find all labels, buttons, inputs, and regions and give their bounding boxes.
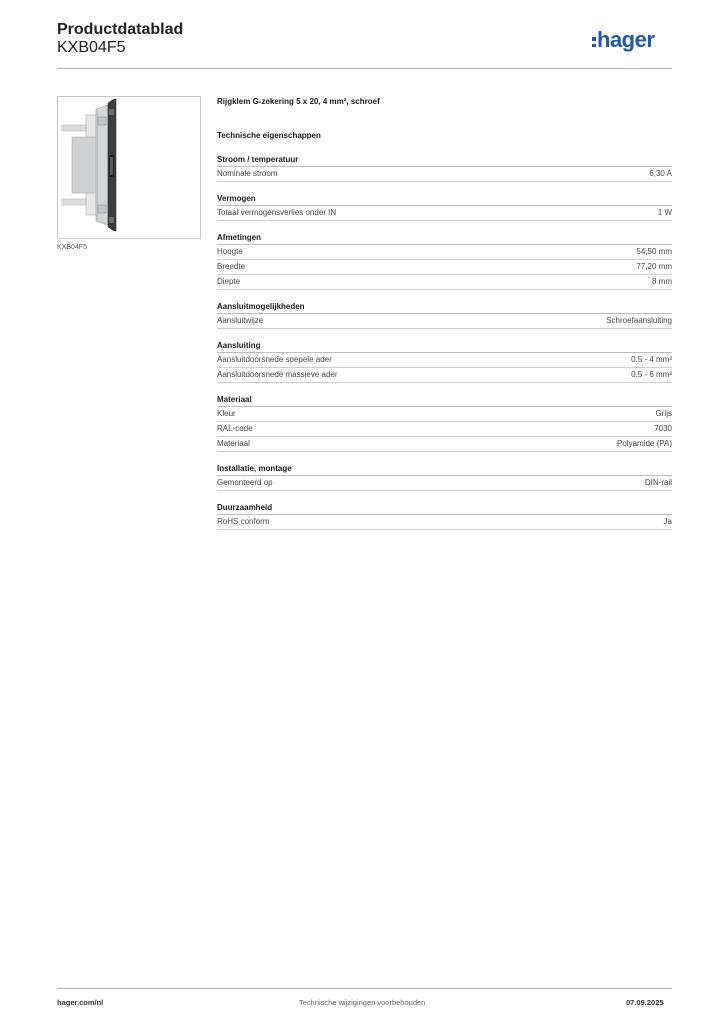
spec-row: Aansluitwijze Schroefaansluiting (217, 314, 672, 329)
spec-label: RoHS conform (217, 517, 270, 526)
footer-note: Technische wijzigingen voorbehouden (299, 998, 426, 1007)
spec-label: Totaal vermogensverlies onder IN (217, 208, 337, 217)
footer-website: hager.com/nl (57, 998, 104, 1007)
logo-wordmark: hager (597, 27, 655, 52)
section-title: Duurzaamheid (217, 501, 672, 515)
section-title: Stroom / temperatuur (217, 153, 672, 167)
spec-value: 0.5 - 4 mm² (631, 355, 672, 364)
spec-row: Diepte 8 mm (217, 275, 672, 290)
logo-dots-icon (592, 37, 596, 50)
section-title: Aansluiting (217, 339, 672, 353)
spec-value: 6,30 A (649, 169, 672, 178)
spec-row: RAL-code 7030 (217, 422, 672, 437)
spec-value: Polyamide (PA) (617, 439, 672, 448)
spec-row: Kleur Grijs (217, 407, 672, 422)
product-description: Rijgklem G-zekering 5 x 20, 4 mm², schro… (217, 97, 380, 106)
header-divider (57, 68, 672, 69)
spec-row: Materiaal Polyamide (PA) (217, 437, 672, 452)
spec-label: Diepte (217, 277, 241, 286)
section-title: Vermogen (217, 192, 672, 206)
spec-label: RAL-code (217, 424, 253, 433)
spec-content: Rijgklem G-zekering 5 x 20, 4 mm², schro… (217, 95, 672, 530)
spec-value: Schroefaansluiting (606, 316, 672, 325)
section-title: Materiaal (217, 393, 672, 407)
image-caption: KXB04F5 (57, 244, 87, 251)
document-title: Productdatablad (57, 21, 184, 38)
spec-label: Aansluitwijze (217, 316, 264, 325)
spec-label: Breedte (217, 262, 246, 271)
footer-date: 07.09.2025 (626, 998, 664, 1007)
spec-value: DIN-rail (644, 478, 672, 487)
spec-label: Aansluitdoorsnede massieve ader (217, 370, 338, 379)
section-title: Aansluitmogelijkheden (217, 300, 672, 314)
spec-value: 1 W (657, 208, 672, 217)
spec-row: Breedte 77,20 mm (217, 260, 672, 275)
spec-value: Ja (663, 517, 672, 526)
spec-label: Hoogte (217, 247, 243, 256)
din-rail-fuse-terminal-image (61, 98, 117, 232)
spec-label: Kleur (217, 409, 236, 418)
technical-properties-heading: Technische eigenschappen (217, 131, 321, 140)
product-code: KXB04F5 (57, 39, 126, 56)
spec-value: 7030 (654, 424, 672, 433)
spec-value: 77,20 mm (636, 262, 672, 271)
spec-value: 0.5 - 6 mm² (631, 370, 672, 379)
spec-label: Gemonteerd op (217, 478, 273, 487)
spec-value: 8 mm (652, 277, 672, 286)
spec-label: Nominale stroom (217, 169, 278, 178)
spec-row: Aansluitdoorsnede massieve ader 0.5 - 6 m… (217, 368, 672, 383)
spec-row: Totaal vermogensverlies onder IN 1 W (217, 206, 672, 221)
spec-value: Grijs (655, 409, 672, 418)
spec-row: Nominale stroom 6,30 A (217, 167, 672, 182)
spec-row: Hoogte 54,50 mm (217, 245, 672, 260)
section-title: Afmetingen (217, 231, 672, 245)
spec-label: Materiaal (217, 439, 250, 448)
spec-row: Aansluitdoorsnede soepele ader 0.5 - 4 mm… (217, 353, 672, 368)
spec-label: Aansluitdoorsnede soepele ader (217, 355, 332, 364)
product-image (57, 96, 201, 239)
spec-row: RoHS conform Ja (217, 515, 672, 530)
footer-divider (57, 988, 672, 989)
spec-row: Gemonteerd op DIN-rail (217, 476, 672, 491)
section-title: Installatie, montage (217, 462, 672, 476)
spec-value: 54,50 mm (636, 247, 672, 256)
